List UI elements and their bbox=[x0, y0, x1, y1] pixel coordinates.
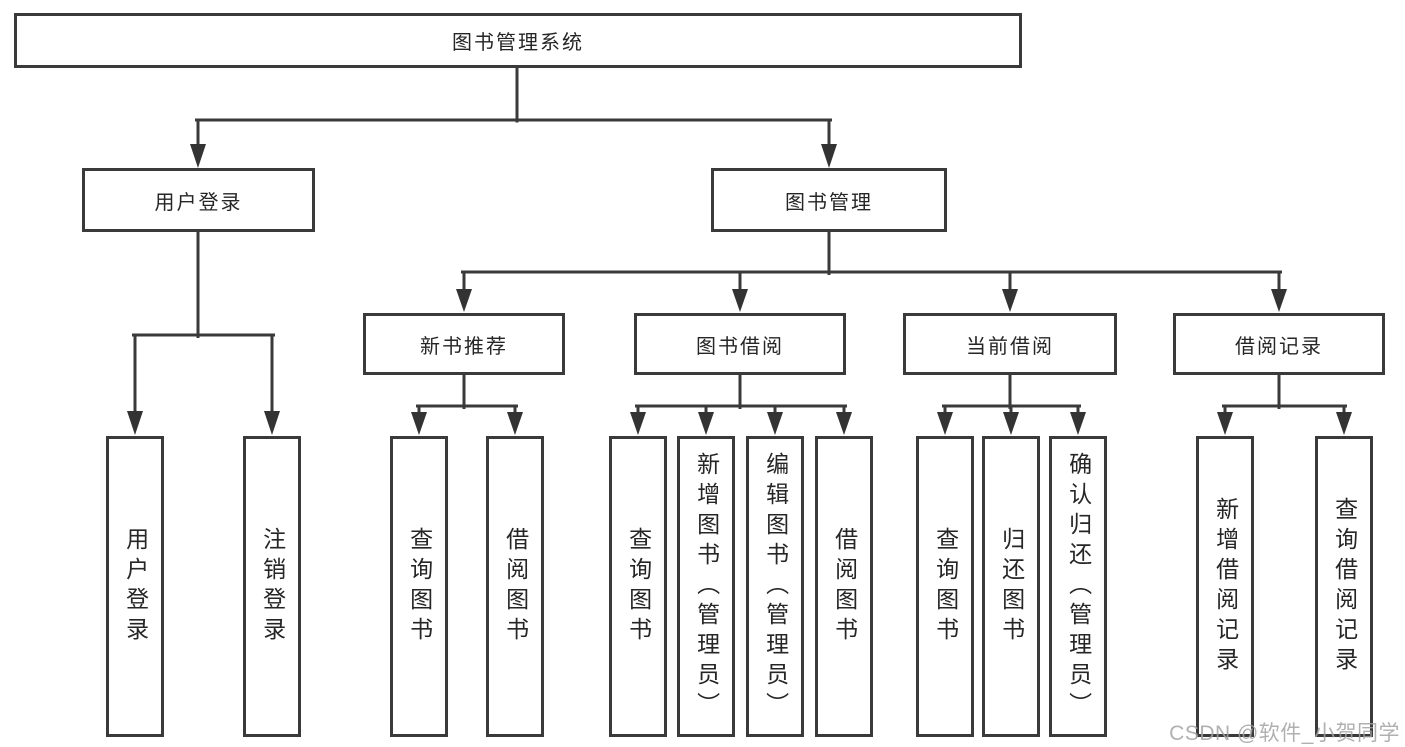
leaf-borrowing-query-books: 查询图书 bbox=[609, 436, 667, 737]
leaf-current-query-books: 查询图书 bbox=[916, 436, 974, 737]
node-new-book-recommendation: 新书推荐 bbox=[363, 313, 565, 375]
node-label: 用户登录 bbox=[122, 526, 149, 647]
node-borrowing-records: 借阅记录 bbox=[1173, 313, 1385, 375]
leaf-borrowing-borrow-books: 借阅图书 bbox=[815, 436, 873, 737]
node-current-borrowing: 当前借阅 bbox=[903, 313, 1117, 375]
leaf-recommendation-borrow-books: 借阅图书 bbox=[486, 436, 544, 737]
node-label: 借阅图书 bbox=[502, 526, 529, 647]
node-root-library-system: 图书管理系统 bbox=[14, 13, 1022, 68]
node-label: 归还图书 bbox=[998, 526, 1025, 647]
node-label: 新增图书（管理员） bbox=[693, 451, 720, 722]
leaf-user-login: 用户登录 bbox=[106, 436, 164, 737]
leaf-records-add-borrow-record: 新增借阅记录 bbox=[1196, 436, 1254, 737]
node-label: 图书管理系统 bbox=[452, 32, 584, 54]
node-label: 图书管理 bbox=[785, 191, 873, 214]
node-label: 查询图书 bbox=[932, 526, 959, 647]
node-label: 查询图书 bbox=[625, 526, 652, 647]
leaf-records-query-borrow-record: 查询借阅记录 bbox=[1315, 436, 1373, 737]
node-label: 新书推荐 bbox=[420, 335, 508, 358]
node-label: 新增借阅记录 bbox=[1212, 496, 1239, 677]
leaf-current-confirm-return-admin: 确认归还（管理员） bbox=[1049, 436, 1107, 737]
node-label: 借阅记录 bbox=[1235, 335, 1323, 358]
node-user-login: 用户登录 bbox=[82, 168, 315, 232]
csdn-watermark: CSDN @软件_小贺同学 bbox=[1169, 722, 1400, 745]
node-label: 图书借阅 bbox=[696, 335, 784, 358]
node-label: 查询图书 bbox=[406, 526, 433, 647]
leaf-borrowing-edit-books-admin: 编辑图书（管理员） bbox=[746, 436, 804, 737]
node-label: 当前借阅 bbox=[966, 335, 1054, 358]
node-label: 用户登录 bbox=[154, 191, 243, 214]
leaf-recommendation-query-books: 查询图书 bbox=[390, 436, 448, 737]
leaf-borrowing-add-books-admin: 新增图书（管理员） bbox=[677, 436, 735, 737]
node-book-borrowing: 图书借阅 bbox=[634, 313, 846, 375]
node-label: 编辑图书（管理员） bbox=[762, 451, 789, 722]
leaf-logout: 注销登录 bbox=[243, 436, 301, 737]
node-label: 借阅图书 bbox=[831, 526, 858, 647]
node-book-management: 图书管理 bbox=[711, 168, 947, 232]
node-label: 确认归还（管理员） bbox=[1065, 451, 1092, 722]
node-label: 注销登录 bbox=[259, 526, 286, 647]
node-label: 查询借阅记录 bbox=[1331, 496, 1358, 677]
leaf-current-return-books: 归还图书 bbox=[982, 436, 1040, 737]
